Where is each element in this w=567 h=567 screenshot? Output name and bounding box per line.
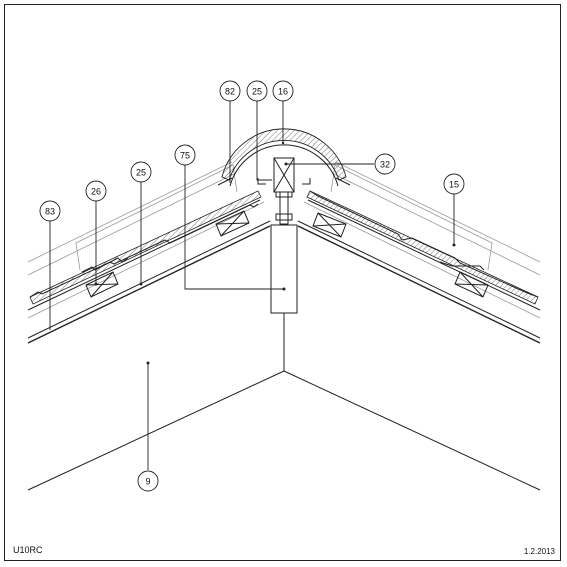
svg-text:32: 32 <box>380 160 390 170</box>
drawing-frame <box>4 4 561 561</box>
ridge-batten <box>273 157 295 193</box>
batten-left-upper <box>215 210 250 237</box>
drawing-code: U10RC <box>13 545 43 555</box>
callout-15: 15 <box>443 173 465 195</box>
svg-text:75: 75 <box>180 151 190 161</box>
callout-9: 9 <box>137 470 159 492</box>
batten-left-lower <box>85 271 119 298</box>
left-roof-slope <box>27 161 271 344</box>
batten-right-lower <box>454 271 489 298</box>
svg-text:25: 25 <box>252 87 262 97</box>
svg-text:16: 16 <box>278 87 288 97</box>
gable-outline <box>27 313 541 491</box>
svg-text:82: 82 <box>225 87 235 97</box>
ridge-assembly <box>217 128 351 314</box>
svg-text:83: 83 <box>45 207 55 217</box>
callout-82: 82 <box>219 80 241 102</box>
callout-32: 32 <box>374 153 396 175</box>
leader-lines <box>49 101 456 470</box>
callout-25-slope: 25 <box>130 161 152 183</box>
callout-25-ridge: 25 <box>246 80 268 102</box>
callout-16: 16 <box>272 80 294 102</box>
drawing-date: 1.2.2013 <box>523 547 555 556</box>
callout-75: 75 <box>174 144 196 166</box>
callout-83: 83 <box>39 200 61 222</box>
svg-text:9: 9 <box>145 477 150 487</box>
ridge-beam <box>270 224 298 314</box>
svg-text:15: 15 <box>449 180 459 190</box>
svg-text:25: 25 <box>136 168 146 178</box>
callout-26: 26 <box>85 180 107 202</box>
right-roof-slope <box>297 161 541 344</box>
batten-right-upper <box>312 212 347 238</box>
svg-text:26: 26 <box>91 187 101 197</box>
